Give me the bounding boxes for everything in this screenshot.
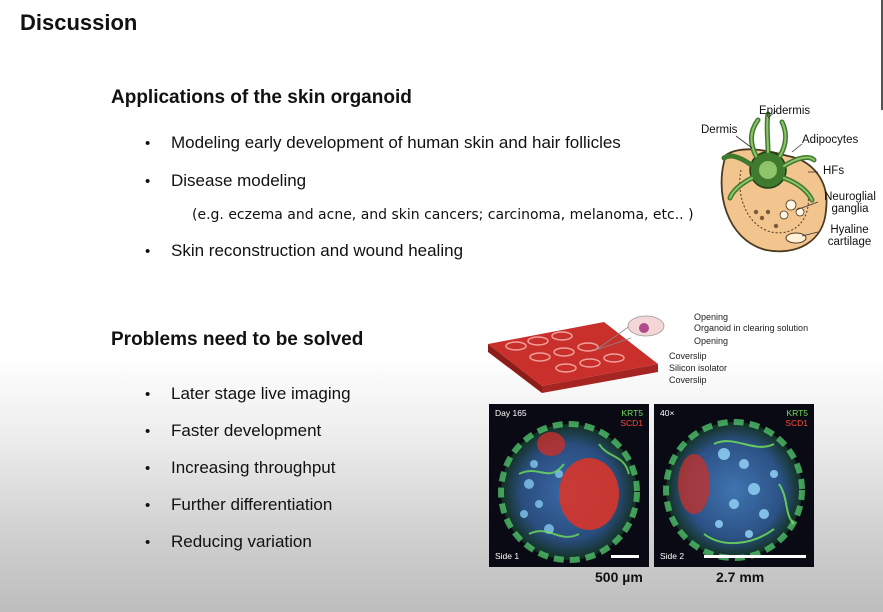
problems-bullet-3: • Increasing throughput <box>145 458 335 478</box>
disease-modeling-note: (e.g. eczema and acne, and skin cancers;… <box>192 207 694 223</box>
label-leader-lines <box>735 110 819 237</box>
zoom-organoid <box>639 323 649 333</box>
applications-bullet-1: • Modeling early development of human sk… <box>145 133 621 153</box>
micrograph-2-side: Side 2 <box>660 551 685 561</box>
applications-bullet-3: • Skin reconstruction and wound healing <box>145 241 463 261</box>
problems-bullet-1: • Later stage live imaging <box>145 384 351 404</box>
organoid-diagram <box>720 110 828 253</box>
epidermis-inner <box>759 161 777 179</box>
micrograph-2-magnification: 40× <box>660 408 675 418</box>
zoom-line <box>595 337 632 351</box>
applications-heading: Applications of the skin organoid <box>111 87 412 108</box>
bullet-text: Increasing throughput <box>171 458 336 477</box>
bullet-text: Further differentiation <box>171 495 333 514</box>
micrograph-1-marker-scd1: SCD1 <box>620 418 643 428</box>
neuroglial-ganglia <box>753 209 779 229</box>
micrograph-1-scale-bar <box>611 555 639 558</box>
dermis-boundary <box>739 169 809 234</box>
bullet-icon: • <box>145 243 151 260</box>
micrograph-2-scale-bar <box>704 555 806 558</box>
micrograph-1-day: Day 165 <box>495 408 527 418</box>
problems-heading: Problems need to be solved <box>111 329 364 350</box>
imaging-device-diagram <box>488 315 665 393</box>
page-title: Discussion <box>20 10 138 35</box>
bullet-text: Faster development <box>171 421 322 440</box>
micrograph-side-1: Day 165 KRT5 SCD1 Side 1 <box>489 404 649 567</box>
bullet-text: Skin reconstruction and wound healing <box>171 241 464 260</box>
device-slide-front <box>542 364 658 393</box>
bullet-text: Disease modeling <box>171 171 307 190</box>
micrograph-1-side: Side 1 <box>495 551 520 561</box>
micrograph-2-marker-krt5: KRT5 <box>786 408 808 418</box>
bullet-icon: • <box>145 423 151 440</box>
adipocytes <box>779 199 805 220</box>
bullet-icon: • <box>145 135 151 152</box>
device-slide-side <box>488 344 542 393</box>
device-wells <box>505 331 625 373</box>
bullet-icon: • <box>145 460 151 477</box>
micrograph-image <box>498 421 640 563</box>
bullet-icon: • <box>145 386 151 403</box>
micrograph-1-scale-caption: 500 µm <box>595 569 643 585</box>
label-coverslip-bottom: Coverslip <box>669 375 707 385</box>
hair-follicle-highlights <box>729 113 815 201</box>
label-coverslip-top: Coverslip <box>669 351 707 361</box>
bullet-text: Reducing variation <box>171 532 312 551</box>
bullet-icon: • <box>145 497 151 514</box>
micrograph-image <box>663 419 805 561</box>
label-organoid-clearing: Organoid in clearing solution <box>694 323 809 333</box>
micrograph-1-marker-krt5: KRT5 <box>621 408 643 418</box>
micrograph-side-2: 40× KRT5 SCD1 Side 2 <box>654 404 814 567</box>
label-adipocytes: Adipocytes <box>802 134 859 146</box>
bullet-icon: • <box>145 173 151 190</box>
micrograph-2-marker-scd1: SCD1 <box>785 418 808 428</box>
label-neuroglial-ganglia: Neuroglial ganglia <box>824 191 876 216</box>
micrograph-2-scale-caption: 2.7 mm <box>716 569 765 585</box>
bullet-icon: • <box>145 534 151 551</box>
label-opening-bottom: Opening <box>694 336 729 346</box>
problems-bullet-5: • Reducing variation <box>145 532 312 552</box>
label-epidermis: Epidermis <box>759 105 811 117</box>
label-silicon-isolator: Silicon isolator <box>669 363 728 373</box>
bullet-text: Modeling early development of human skin… <box>171 133 621 152</box>
label-hfs: HFs <box>823 165 845 177</box>
problems-bullet-4: • Further differentiation <box>145 495 332 515</box>
label-opening-top: Opening <box>694 312 729 322</box>
hyaline-cartilage <box>785 232 807 244</box>
bullet-text: Later stage live imaging <box>171 384 351 403</box>
problems-bullet-2: • Faster development <box>145 421 321 441</box>
label-hyaline-cartilage: Hyaline cartilage <box>827 224 872 249</box>
applications-bullet-2: • Disease modeling <box>145 171 306 191</box>
slide-edge-line <box>881 0 883 110</box>
label-dermis: Dermis <box>701 124 738 136</box>
